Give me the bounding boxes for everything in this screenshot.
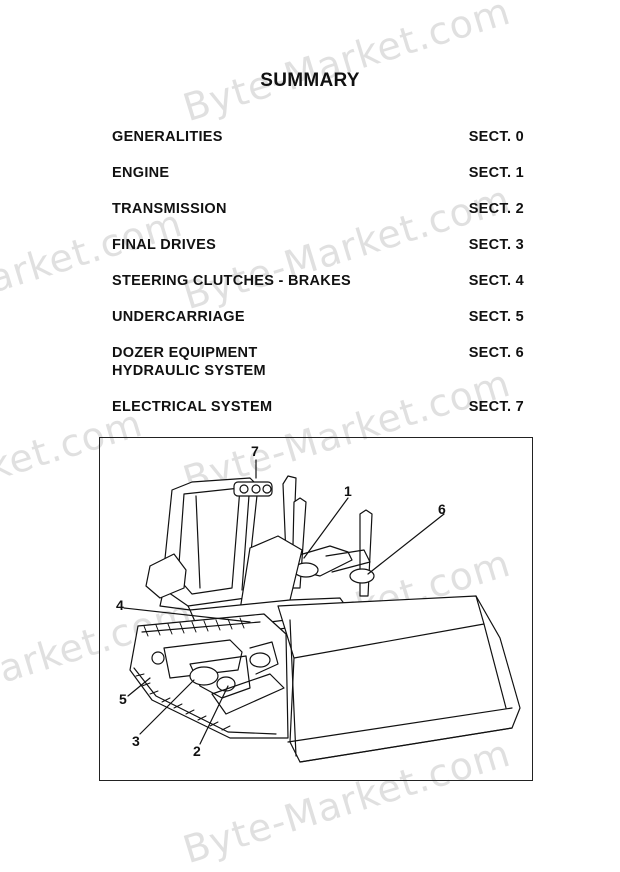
toc-section: SECT. 7 (468, 399, 524, 415)
toc-label: ENGINE (112, 165, 170, 181)
toc-label: DOZER EQUIPMENT (112, 345, 258, 361)
callout-6: 6 (438, 501, 446, 517)
bulldozer-figure: 7 1 6 4 5 3 2 (99, 437, 533, 781)
callout-3: 3 (132, 733, 140, 749)
toc-section: SECT. 0 (468, 129, 524, 145)
toc-label: TRANSMISSION (112, 201, 227, 217)
toc-label: STEERING CLUTCHES - BRAKES (112, 273, 352, 289)
toc-label: UNDERCARRIAGE (112, 309, 245, 325)
callout-7: 7 (251, 443, 259, 459)
toc-section: SECT. 6 (468, 345, 524, 361)
callout-4: 4 (116, 597, 124, 613)
toc-label: ELECTRICAL SYSTEM (112, 399, 273, 415)
page-title: SUMMARY (260, 70, 360, 91)
callout-5: 5 (119, 691, 127, 707)
bulldozer-illustration: 7 1 6 4 5 3 2 (116, 443, 521, 763)
toc-label: FINAL DRIVES (112, 237, 217, 253)
watermark: Byte-Market.com (178, 0, 516, 131)
callout-2: 2 (193, 743, 201, 759)
watermark: Byte-Market.com (178, 176, 516, 319)
toc-label: GENERALITIES (112, 129, 223, 145)
callout-1: 1 (344, 483, 352, 499)
toc-section: SECT. 1 (468, 165, 524, 181)
toc-section: SECT. 3 (468, 237, 524, 253)
toc-section: SECT. 2 (468, 201, 524, 217)
toc-section: SECT. 5 (468, 309, 524, 325)
toc-label-line2: HYDRAULIC SYSTEM (112, 363, 266, 379)
toc-row[interactable]: DOZER EQUIPMENT HYDRAULIC SYSTEM SECT. 6 (112, 344, 524, 380)
toc-section: SECT. 4 (468, 273, 524, 289)
